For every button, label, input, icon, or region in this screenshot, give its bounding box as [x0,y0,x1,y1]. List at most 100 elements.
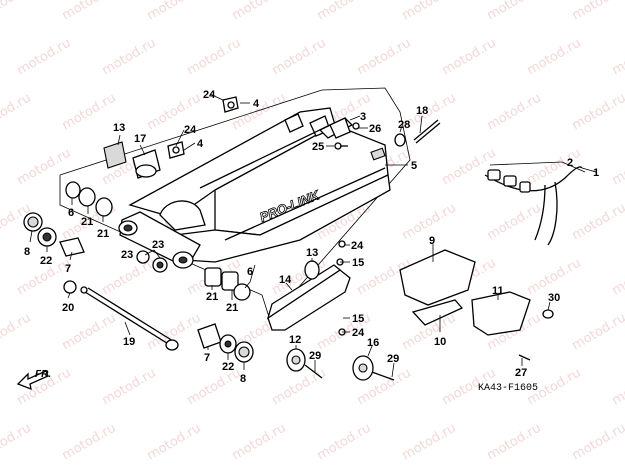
watermark-text: motod.ru [15,146,74,189]
watermark-text: motod.ru [145,421,204,464]
bearing-21b [95,197,113,217]
callout-5: 5 [411,160,417,172]
leader-lines [29,93,597,378]
callout-15: 15 [352,257,364,269]
watermark-text: motod.ru [230,421,289,464]
callout-28: 28 [398,119,410,131]
watermark-text: motod.ru [270,366,329,409]
watermark-text: motod.ru [355,36,414,79]
watermark-text: motod.ru [485,0,544,23]
chain-rollers [286,348,395,381]
callout-15: 15 [352,313,364,325]
watermark-text: motod.ru [485,91,544,134]
watermark-text: motod.ru [0,91,34,134]
callout-21: 21 [206,291,218,303]
watermark-text: motod.ru [525,36,584,79]
callout-4: 4 [197,138,204,150]
watermark-text: motod.ru [570,421,625,464]
chain-guide-plate-11 [471,291,554,361]
chain-slider-14 [266,240,351,336]
callout-13: 13 [306,247,318,259]
callout-24: 24 [184,124,197,136]
watermark-text: motod.ru [400,421,459,464]
watermark-text: motod.ru [315,0,374,23]
adjuster-bolt [394,119,441,147]
watermark-text: motod.ru [60,0,119,23]
callout-24: 24 [203,89,216,101]
callout-23: 23 [121,249,133,261]
watermark-text: motod.ru [60,91,119,134]
watermark-text: motod.ru [610,36,625,79]
washer-20 [63,280,77,294]
callout-1: 1 [593,167,599,179]
callout-16: 16 [367,337,379,349]
callout-30: 30 [548,292,560,304]
watermark-text: motod.ru [570,0,625,23]
watermark-text: motod.ru [610,366,625,409]
callout-2: 2 [567,157,573,169]
pivot-parts-left [23,181,113,294]
callout-9: 9 [429,235,435,247]
callout-6: 6 [247,266,253,278]
callout-3: 3 [360,111,366,123]
watermark-text: motod.ru [100,366,159,409]
callout-26: 26 [369,123,381,135]
collar-7 [59,237,85,257]
watermark-text: motod.ru [100,36,159,79]
callout-23: 23 [152,239,164,251]
callout-12: 12 [289,334,301,346]
watermark-text: motod.ru [185,366,244,409]
callout-25: 25 [312,141,324,153]
watermark-text: motod.ru [400,0,459,23]
callout-11: 11 [492,285,504,297]
callout-21: 21 [81,216,93,228]
watermark-text: motod.ru [60,421,119,464]
watermark-text: motod.ru [60,311,119,354]
watermark-text: motod.ru [570,91,625,134]
callout-10: 10 [434,336,446,348]
front-label: FR. [35,369,51,380]
watermark-text: motod.ru [485,201,544,244]
watermark-text: motod.ru [440,36,499,79]
watermark-text: motod.ru [270,36,329,79]
callout-13: 13 [113,122,125,134]
cap-13 [103,141,127,169]
callout-24: 24 [352,327,365,339]
clamp-parts [167,96,360,159]
watermark-text: motod.ru [485,421,544,464]
callout-14: 14 [279,274,292,286]
watermark-text: motod.ru [570,201,625,244]
dust-seal-6a [65,181,81,199]
callout-29: 29 [309,350,321,362]
callout-19: 19 [123,336,135,348]
bearing-21a [78,187,96,207]
callout-21: 21 [226,302,238,314]
drive-chain [484,166,583,246]
watermark-text: motod.ru [610,256,625,299]
callout-17: 17 [134,133,146,145]
figure-code: KA43-F1605 [478,383,538,394]
watermark-text: motod.ru [0,421,34,464]
callout-4: 4 [253,98,260,110]
chain-guide [399,249,476,326]
callout-22: 22 [40,255,52,267]
callout-21: 21 [97,228,109,240]
watermark-text: motod.ru [525,146,584,189]
watermark-text: motod.ru [145,0,204,23]
callout-7: 7 [65,263,71,275]
callout-24: 24 [351,240,364,252]
callout-18: 18 [416,105,428,117]
callout-8: 8 [24,246,30,258]
watermark-text: motod.ru [15,36,74,79]
watermark-text: motod.ru [185,36,244,79]
callout-29: 29 [387,353,399,365]
watermark-text: motod.ru [440,146,499,189]
watermark-text: motod.ru [570,311,625,354]
watermark-text: motod.ru [230,0,289,23]
front-direction-arrow: FR. [16,369,51,391]
callout-6: 6 [68,207,74,219]
pivot-bolt-19 [80,286,179,351]
watermark-text: motod.ru [610,146,625,189]
callout-labels: 1 2 3 4 4 5 6 6 7 7 8 8 9 10 11 12 13 13… [24,89,599,385]
